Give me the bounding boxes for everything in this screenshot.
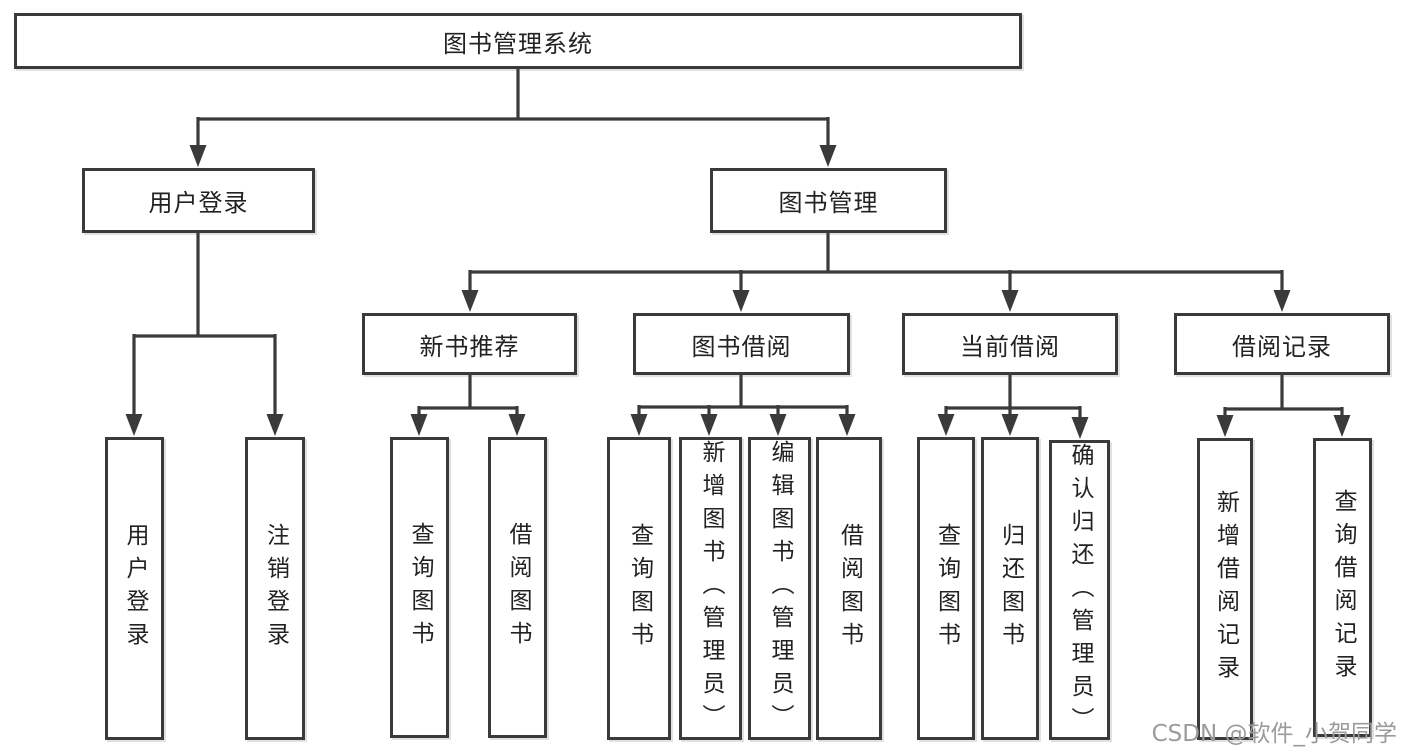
node-library-system: 图书管理系统	[14, 13, 1022, 69]
leaf-bb-edit-books-admin: 编辑图书（管理员）	[748, 437, 811, 740]
node-borrowing-records: 借阅记录	[1174, 313, 1390, 375]
node-new-book-recommend: 新书推荐	[362, 313, 577, 375]
leaf-cb-confirm-return-admin: 确认归还（管理员）	[1049, 440, 1110, 740]
leaf-bb-add-books-admin: 新增图书（管理员）	[679, 437, 742, 740]
leaf-user-login: 用户登录	[105, 437, 164, 740]
leaf-cb-return-books: 归还图书	[981, 437, 1039, 740]
leaf-br-query-borrow-record: 查询借阅记录	[1313, 438, 1372, 737]
leaf-nbr-query-books: 查询图书	[390, 437, 449, 738]
node-user-login: 用户登录	[82, 168, 315, 233]
node-current-borrowing: 当前借阅	[902, 313, 1118, 375]
leaf-br-add-borrow-record: 新增借阅记录	[1197, 438, 1253, 740]
leaf-nbr-borrow-books: 借阅图书	[488, 437, 547, 738]
leaf-logout-login: 注销登录	[245, 437, 305, 740]
leaf-bb-query-books: 查询图书	[607, 437, 671, 740]
leaf-bb-borrow-books: 借阅图书	[816, 437, 882, 740]
node-book-management: 图书管理	[710, 168, 947, 233]
leaf-cb-query-books: 查询图书	[917, 437, 975, 740]
node-book-borrowing: 图书借阅	[633, 313, 850, 375]
